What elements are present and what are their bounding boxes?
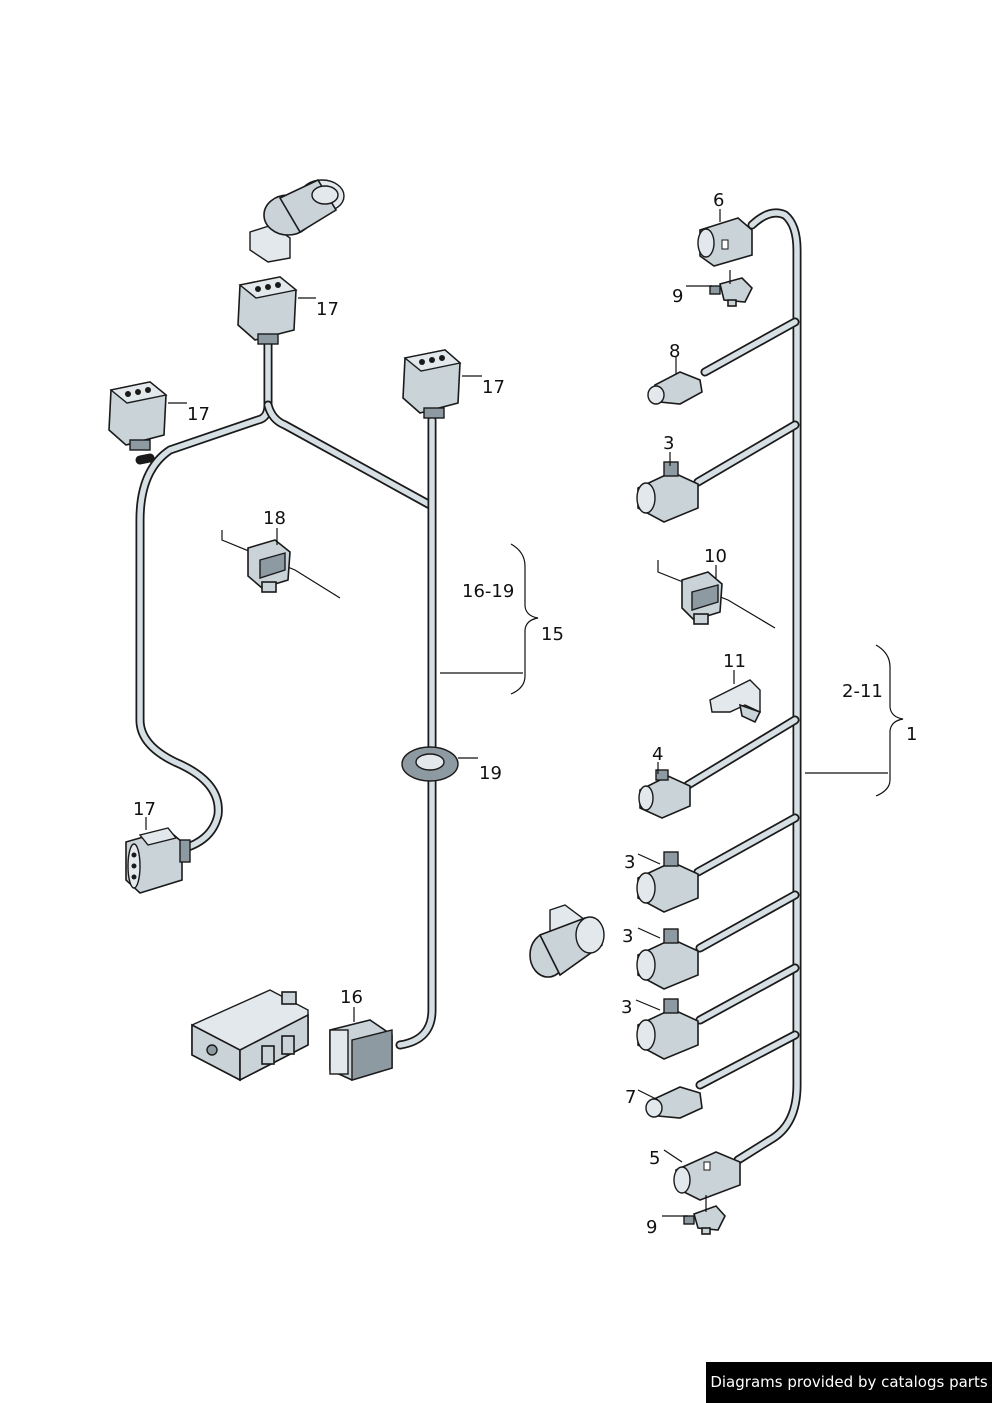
connector-3-b — [636, 851, 699, 913]
callout-6: 6 — [713, 190, 724, 211]
callout-15: 15 — [541, 624, 564, 645]
connector-17-top — [237, 276, 298, 345]
callout-7: 7 — [625, 1087, 636, 1108]
callout-1: 1 — [906, 724, 917, 745]
callout-5: 5 — [649, 1148, 660, 1169]
brace-15 — [510, 543, 539, 695]
callout-9-lower: 9 — [646, 1217, 657, 1238]
callout-3-d: 3 — [621, 997, 632, 1018]
callout-8: 8 — [669, 341, 680, 362]
callout-9-upper: 9 — [672, 286, 683, 307]
right-harness-wires — [683, 208, 802, 1165]
connector-17-bottom — [125, 827, 191, 894]
callout-16-19: 16-19 — [462, 581, 514, 602]
grommet-19 — [401, 746, 459, 782]
callout-3-a: 3 — [663, 433, 674, 454]
brace-1 — [875, 644, 904, 797]
callout-3-c: 3 — [622, 926, 633, 947]
control-unit — [191, 989, 309, 1082]
callout-4: 4 — [652, 744, 663, 765]
connector-4 — [638, 769, 691, 819]
cable-clip-18 — [221, 530, 341, 599]
connector-3-a — [636, 461, 699, 523]
callout-3-b: 3 — [624, 852, 635, 873]
callout-2-11: 2-11 — [842, 681, 883, 702]
callout-17-right: 17 — [482, 377, 505, 398]
callout-17-left: 17 — [187, 404, 210, 425]
leader-lines — [145, 209, 888, 1217]
callout-16: 16 — [340, 987, 363, 1008]
connector-16 — [329, 1019, 393, 1081]
cable-clip-10 — [657, 560, 776, 629]
callout-18: 18 — [263, 508, 286, 529]
temp-sensor-7 — [645, 1086, 703, 1119]
connector-3-d — [636, 998, 699, 1060]
callout-17-top: 17 — [316, 299, 339, 320]
parking-sensor-right — [529, 904, 605, 978]
connector-5 — [673, 1151, 741, 1201]
connector-17-right — [402, 349, 462, 419]
temp-sensor-8 — [647, 371, 703, 405]
connector-6 — [697, 217, 753, 267]
parking-sensor-top — [249, 178, 345, 263]
callout-17-bottom: 17 — [133, 799, 156, 820]
footer-attribution[interactable]: Diagrams provided by catalogs parts — [706, 1362, 992, 1403]
bracket-11 — [709, 679, 762, 724]
clip-9-upper — [709, 277, 753, 307]
callout-11: 11 — [723, 651, 746, 672]
connector-17-left — [108, 381, 168, 451]
callout-labels: 17 17 17 17 18 16-19 15 19 16 6 9 8 3 10… — [133, 190, 917, 1238]
callout-19: 19 — [479, 763, 502, 784]
callout-10: 10 — [704, 546, 727, 567]
clip-9-lower — [683, 1205, 726, 1235]
connector-3-c — [636, 928, 699, 990]
left-harness-wires — [135, 330, 437, 1050]
